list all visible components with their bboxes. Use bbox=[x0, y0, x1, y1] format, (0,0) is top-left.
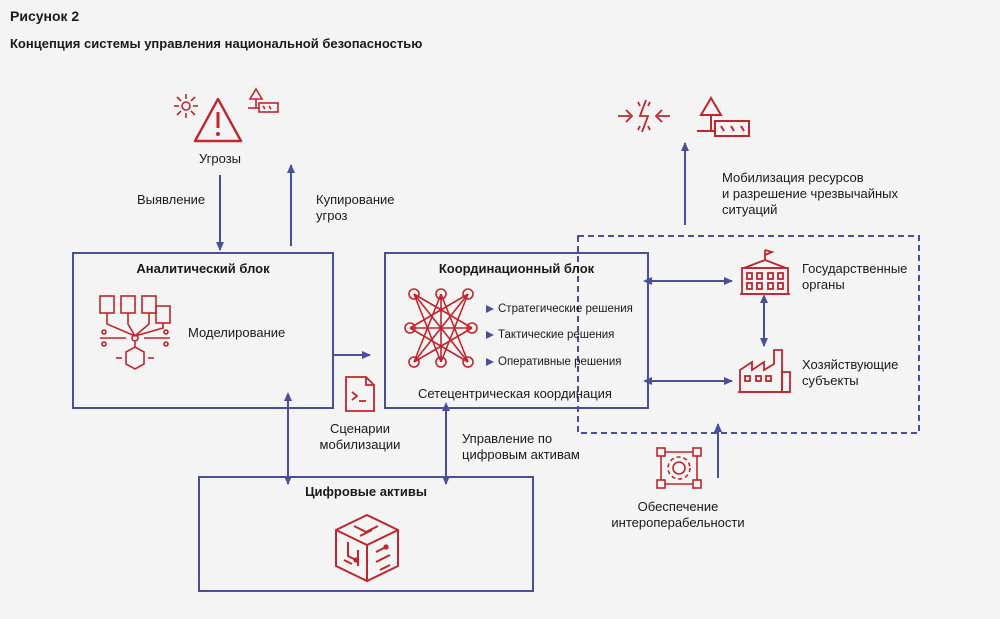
figure-label: Рисунок 2 bbox=[10, 8, 80, 24]
digital-assets-block: Цифровые активы bbox=[198, 476, 534, 592]
government-label: Государственные органы bbox=[802, 261, 908, 292]
disaster-tree-large-icon bbox=[697, 96, 750, 137]
detection-label: Выявление bbox=[137, 192, 206, 207]
digital-assets-title: Цифровые активы bbox=[305, 484, 427, 499]
mobilization-label: Мобилизация ресурсов и разрешение чрезвы… bbox=[722, 170, 898, 217]
government-building-icon bbox=[740, 249, 790, 295]
bullet-markers bbox=[486, 305, 494, 366]
coordination-block: Координационный блок bbox=[384, 252, 649, 409]
modeling-network-icon bbox=[99, 295, 171, 370]
coordination-block-title: Координационный блок bbox=[438, 261, 595, 276]
decision-operational: Оперативные решения bbox=[498, 356, 622, 368]
factory-icon bbox=[738, 349, 791, 393]
business-label: Хозяйствующие субъекты bbox=[802, 357, 899, 388]
modeling-label: Моделирование bbox=[188, 325, 286, 340]
explosion-icon bbox=[174, 94, 198, 118]
interop-label: Обеспечение интероперабельности bbox=[611, 499, 745, 530]
network-coordination-label: Сетецентрическая координация bbox=[418, 386, 612, 401]
analytic-block-title: Аналитический блок bbox=[136, 261, 270, 276]
digital-cube-icon bbox=[335, 513, 399, 583]
dashed-region bbox=[577, 235, 920, 434]
disaster-tree-icon bbox=[248, 87, 279, 113]
conflict-burst-icon bbox=[618, 99, 670, 133]
digital-management-label: Управление по цифровым активам bbox=[462, 431, 580, 462]
threats-label: Угрозы bbox=[198, 151, 242, 166]
figure-title: Концепция системы управления национально… bbox=[10, 36, 423, 51]
analytic-block: Аналитический блок bbox=[72, 252, 334, 409]
scenarios-label: Сценарии мобилизации bbox=[319, 421, 401, 452]
interoperability-gear-icon bbox=[656, 447, 702, 489]
decision-tactical: Тактические решения bbox=[498, 329, 615, 341]
mitigation-label: Купирование угроз bbox=[316, 192, 395, 223]
decision-strategic: Стратегические решения bbox=[498, 303, 633, 315]
network-mesh-icon bbox=[404, 288, 478, 368]
warning-triangle-icon bbox=[193, 97, 243, 143]
script-document-icon bbox=[345, 376, 375, 412]
